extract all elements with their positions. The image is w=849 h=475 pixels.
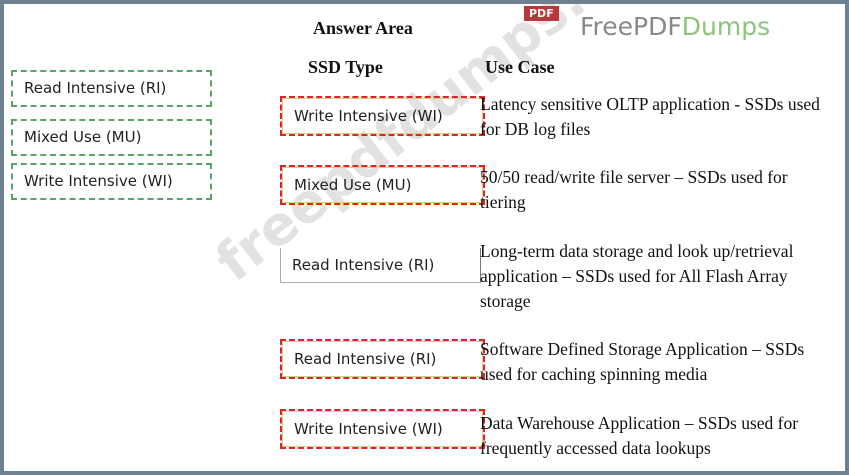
answer-slot-4[interactable]: Read Intensive (RI) bbox=[280, 339, 485, 379]
pdf-logo-icon: PDF bbox=[524, 6, 559, 21]
use-case-1: Latency sensitive OLTP application - SSD… bbox=[480, 94, 820, 139]
source-item-mixed-use[interactable]: Mixed Use (MU) bbox=[11, 119, 212, 156]
answer-slot-5[interactable]: Write Intensive (WI) bbox=[280, 409, 485, 449]
answer-slot-3[interactable]: Read Intensive (RI) bbox=[280, 248, 481, 283]
use-case-header: Use Case bbox=[485, 57, 555, 77]
use-case-3: Long-term data storage and look up/retri… bbox=[480, 241, 794, 311]
logo: FreePDFDumps bbox=[580, 12, 770, 41]
source-item-read-intensive[interactable]: Read Intensive (RI) bbox=[11, 70, 212, 107]
source-item-write-intensive[interactable]: Write Intensive (WI) bbox=[11, 163, 212, 200]
ssd-type-header: SSD Type bbox=[308, 57, 383, 77]
answer-slot-1[interactable]: Write Intensive (WI) bbox=[280, 96, 485, 136]
answer-slot-2[interactable]: Mixed Use (MU) bbox=[280, 165, 485, 205]
use-case-5: Data Warehouse Application – SSDs used f… bbox=[480, 413, 799, 458]
use-case-4: Software Defined Storage Application – S… bbox=[480, 339, 805, 384]
answer-area-title: Answer Area bbox=[313, 18, 413, 38]
logo-text-accent: Dumps bbox=[681, 12, 771, 41]
use-case-2: 50/50 read/write file server – SSDs used… bbox=[480, 167, 788, 212]
logo-text: FreePDF bbox=[580, 12, 682, 41]
